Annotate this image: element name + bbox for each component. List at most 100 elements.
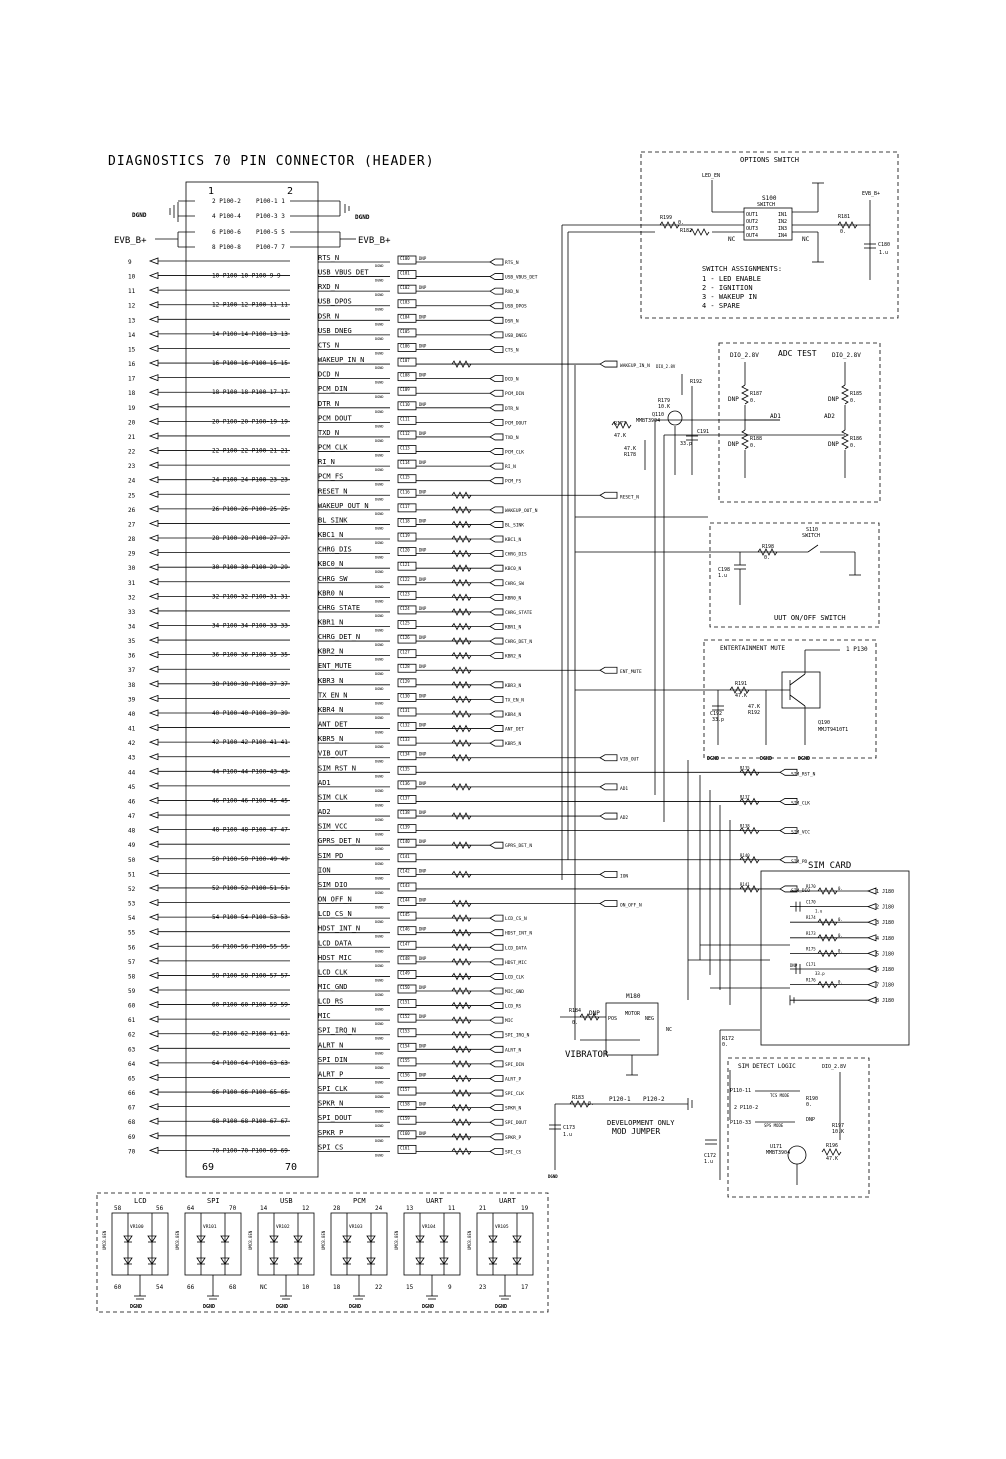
r181-value: 0. [840, 229, 846, 235]
cap-ref: C129 [400, 679, 410, 684]
pin-pair-label: 38 P100-38 P100-37 37 [212, 681, 288, 688]
r190-dnp: DNP [806, 1117, 815, 1123]
dgnd-label: DGND [375, 803, 383, 807]
top-pair-1-odd: 2 P100-2 [212, 198, 241, 205]
pin-pair-label: 18 P100-18 P100-17 17 [212, 389, 288, 396]
dgnd-label: DGND [375, 949, 383, 953]
pin-arrow-icon [148, 549, 159, 557]
signal-label: HDST_INT_N [318, 925, 360, 933]
series-resistor [451, 680, 472, 689]
signal-label: TX_EN_N [318, 691, 348, 699]
diode-icon [342, 1235, 352, 1243]
pin-number: 44 [128, 769, 136, 776]
offpage-arrow-icon [599, 360, 618, 368]
signal-label: WAKEUP_IN_N [318, 356, 364, 364]
offpage-arrow-icon [489, 331, 504, 339]
top-pair-3-even: P100-5 5 [256, 229, 285, 236]
esd-dgnd: DGND [495, 1304, 507, 1310]
cap-box [397, 590, 417, 600]
signal-label: KBR4_N [318, 706, 343, 714]
dnp-label: DNP [419, 635, 427, 640]
cap-box [397, 853, 417, 863]
series-resistor [451, 972, 472, 981]
pin-arrow-icon [866, 981, 877, 989]
pin-number: 45 [128, 784, 136, 791]
pin-number: 68 [128, 1119, 136, 1126]
r191-value: 47.K [735, 693, 747, 699]
pin-pair-label: 12 P100-12 P100-11 11 [212, 302, 288, 309]
net-label: DTR_N [505, 406, 519, 412]
esd-part: VR103 [349, 1224, 363, 1230]
net-label: ALRT_N [505, 1047, 522, 1053]
cap-ref: C102 [400, 285, 410, 290]
pin-pair-label: 58 P100-58 P100-57 57 [212, 972, 288, 979]
m180-pin-neg: NEG [645, 1016, 654, 1022]
dgnd-label: DGND [375, 731, 383, 735]
net-label: CHRG_DIS [505, 552, 527, 558]
esd-pin: 28 [333, 1205, 341, 1212]
r196-value: 47.K [826, 1156, 838, 1162]
pin-arrow-icon [866, 903, 877, 911]
pin-arrow-icon [148, 957, 159, 965]
dgnd-label: DGND [375, 1095, 383, 1099]
net-label: BL_SINK [505, 522, 524, 528]
pin-pair-label: 52 P100-52 P100-51 51 [212, 885, 288, 892]
sim-pin: 8 J180 [876, 998, 894, 1004]
r198-value: 0. [764, 555, 770, 561]
diode-icon [512, 1257, 522, 1265]
cap-ref: C161 [400, 1145, 410, 1150]
net-label: SPI_CS [505, 1149, 522, 1155]
r182-ref: R182 [680, 228, 692, 234]
dnp-label: DNP [419, 402, 427, 407]
switch-assign-4: 4 - SPARE [702, 302, 740, 310]
sim-value: 0. [838, 917, 843, 922]
net-label: SPI_DIN [505, 1062, 524, 1068]
signal-label: KBR1_N [318, 619, 343, 627]
net-label: ION [620, 873, 628, 879]
cap-ref: C140 [400, 839, 410, 844]
cap-ref: C112 [400, 431, 410, 436]
pin-pair-label: 62 P100-62 P100-61 61 [212, 1031, 288, 1038]
offpage-arrow-icon [599, 783, 618, 791]
pin-arrow-icon [148, 942, 159, 950]
pin-pair-label: 14 P100-14 P100-13 13 [212, 331, 288, 338]
dgnd-label: DGND [375, 629, 383, 633]
dgnd-label: DGND [375, 1051, 383, 1055]
series-resistor [451, 651, 472, 660]
series-resistor [451, 666, 472, 675]
series-resistor [451, 360, 472, 368]
offpage-arrow-icon [489, 696, 504, 703]
dnp-label: DNP [419, 927, 427, 932]
offpage-arrow-icon [599, 666, 618, 674]
dnp-label: DNP [419, 693, 427, 698]
mute-dgnd-3: DGND [798, 756, 810, 762]
pin-arrow-icon [148, 928, 159, 936]
pin-number: 27 [128, 521, 136, 528]
signal-label: PCM_CLK [318, 444, 348, 452]
m180-pin-nc: NC [666, 1027, 672, 1033]
r184-value: 0. [572, 1020, 578, 1026]
cap-box [397, 284, 417, 294]
pin-pair-label: 24 P100-24 P100-23 23 [212, 477, 288, 484]
switch-assign-3: 3 - WAKEUP IN [702, 293, 757, 301]
signal-label: AD2 [318, 808, 331, 816]
sim-value: 0. [838, 980, 843, 985]
cap-ref: C158 [400, 1102, 410, 1107]
series-resistor [451, 928, 472, 937]
pin-arrow-icon [148, 592, 159, 600]
pin-arrow-icon [148, 1146, 159, 1154]
reset-rail: DIO_2.8V [656, 364, 676, 369]
net-label: PCM_CLK [505, 450, 524, 456]
dgnd-label: DGND [375, 585, 383, 589]
esd-dgnd: DGND [349, 1304, 361, 1310]
net-label: HDST_MIC [505, 960, 527, 966]
cap-ref: C131 [400, 708, 410, 713]
sim-resistor [817, 980, 838, 989]
cap-ref: C127 [400, 650, 410, 655]
